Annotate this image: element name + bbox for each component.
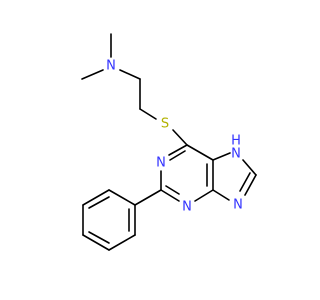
pyrimidine-ring: N N [156, 144, 214, 215]
bond-c5-c6 [186, 144, 214, 161]
bond-ph-4-5-double [88, 231, 110, 244]
bond-ph-2-3 [82, 189, 110, 206]
bond-ph-5-6 [108, 234, 136, 251]
imidazole-ring: H N N [212, 134, 257, 213]
bond-c2-phenyl [134, 189, 162, 206]
bond-n-ch2 [119, 69, 141, 80]
bond-n7-c8 [242, 159, 257, 176]
ethyl-chain [139, 78, 157, 120]
atom-n-dimethyl: N [106, 59, 116, 74]
bond-c2-n3 [160, 189, 180, 202]
bond-ph-4-5 [82, 234, 110, 251]
bond-c8-n9-double [239, 172, 251, 192]
bond-n3-c4 [194, 189, 214, 202]
bond-ph-1-2 [108, 189, 136, 206]
bond-c6-n1 [168, 144, 188, 156]
bond-c2-n3-double [165, 185, 180, 195]
bond-ch2-s [139, 108, 157, 120]
atom-n3: N [182, 200, 192, 215]
bond-c8-n9 [244, 174, 257, 196]
atom-s: S [161, 117, 169, 132]
atom-n9: N [233, 198, 243, 213]
bond-n9-c4 [212, 189, 230, 201]
thioether: S [161, 117, 188, 146]
bond-c5-n7 [212, 152, 231, 161]
bond-methyl-left [81, 69, 104, 80]
bond-s-c6 [172, 129, 188, 146]
molecule-diagram: N S N N H N N [81, 33, 257, 251]
bond-c6-n1-double [169, 150, 186, 161]
dimethylamino-group: N [81, 33, 141, 80]
atom-h7: H [231, 134, 241, 149]
atom-n7: N [231, 147, 241, 162]
atom-n1: N [156, 156, 166, 171]
bond-ph-2-3-double [88, 196, 110, 209]
phenyl-ring [82, 189, 162, 251]
